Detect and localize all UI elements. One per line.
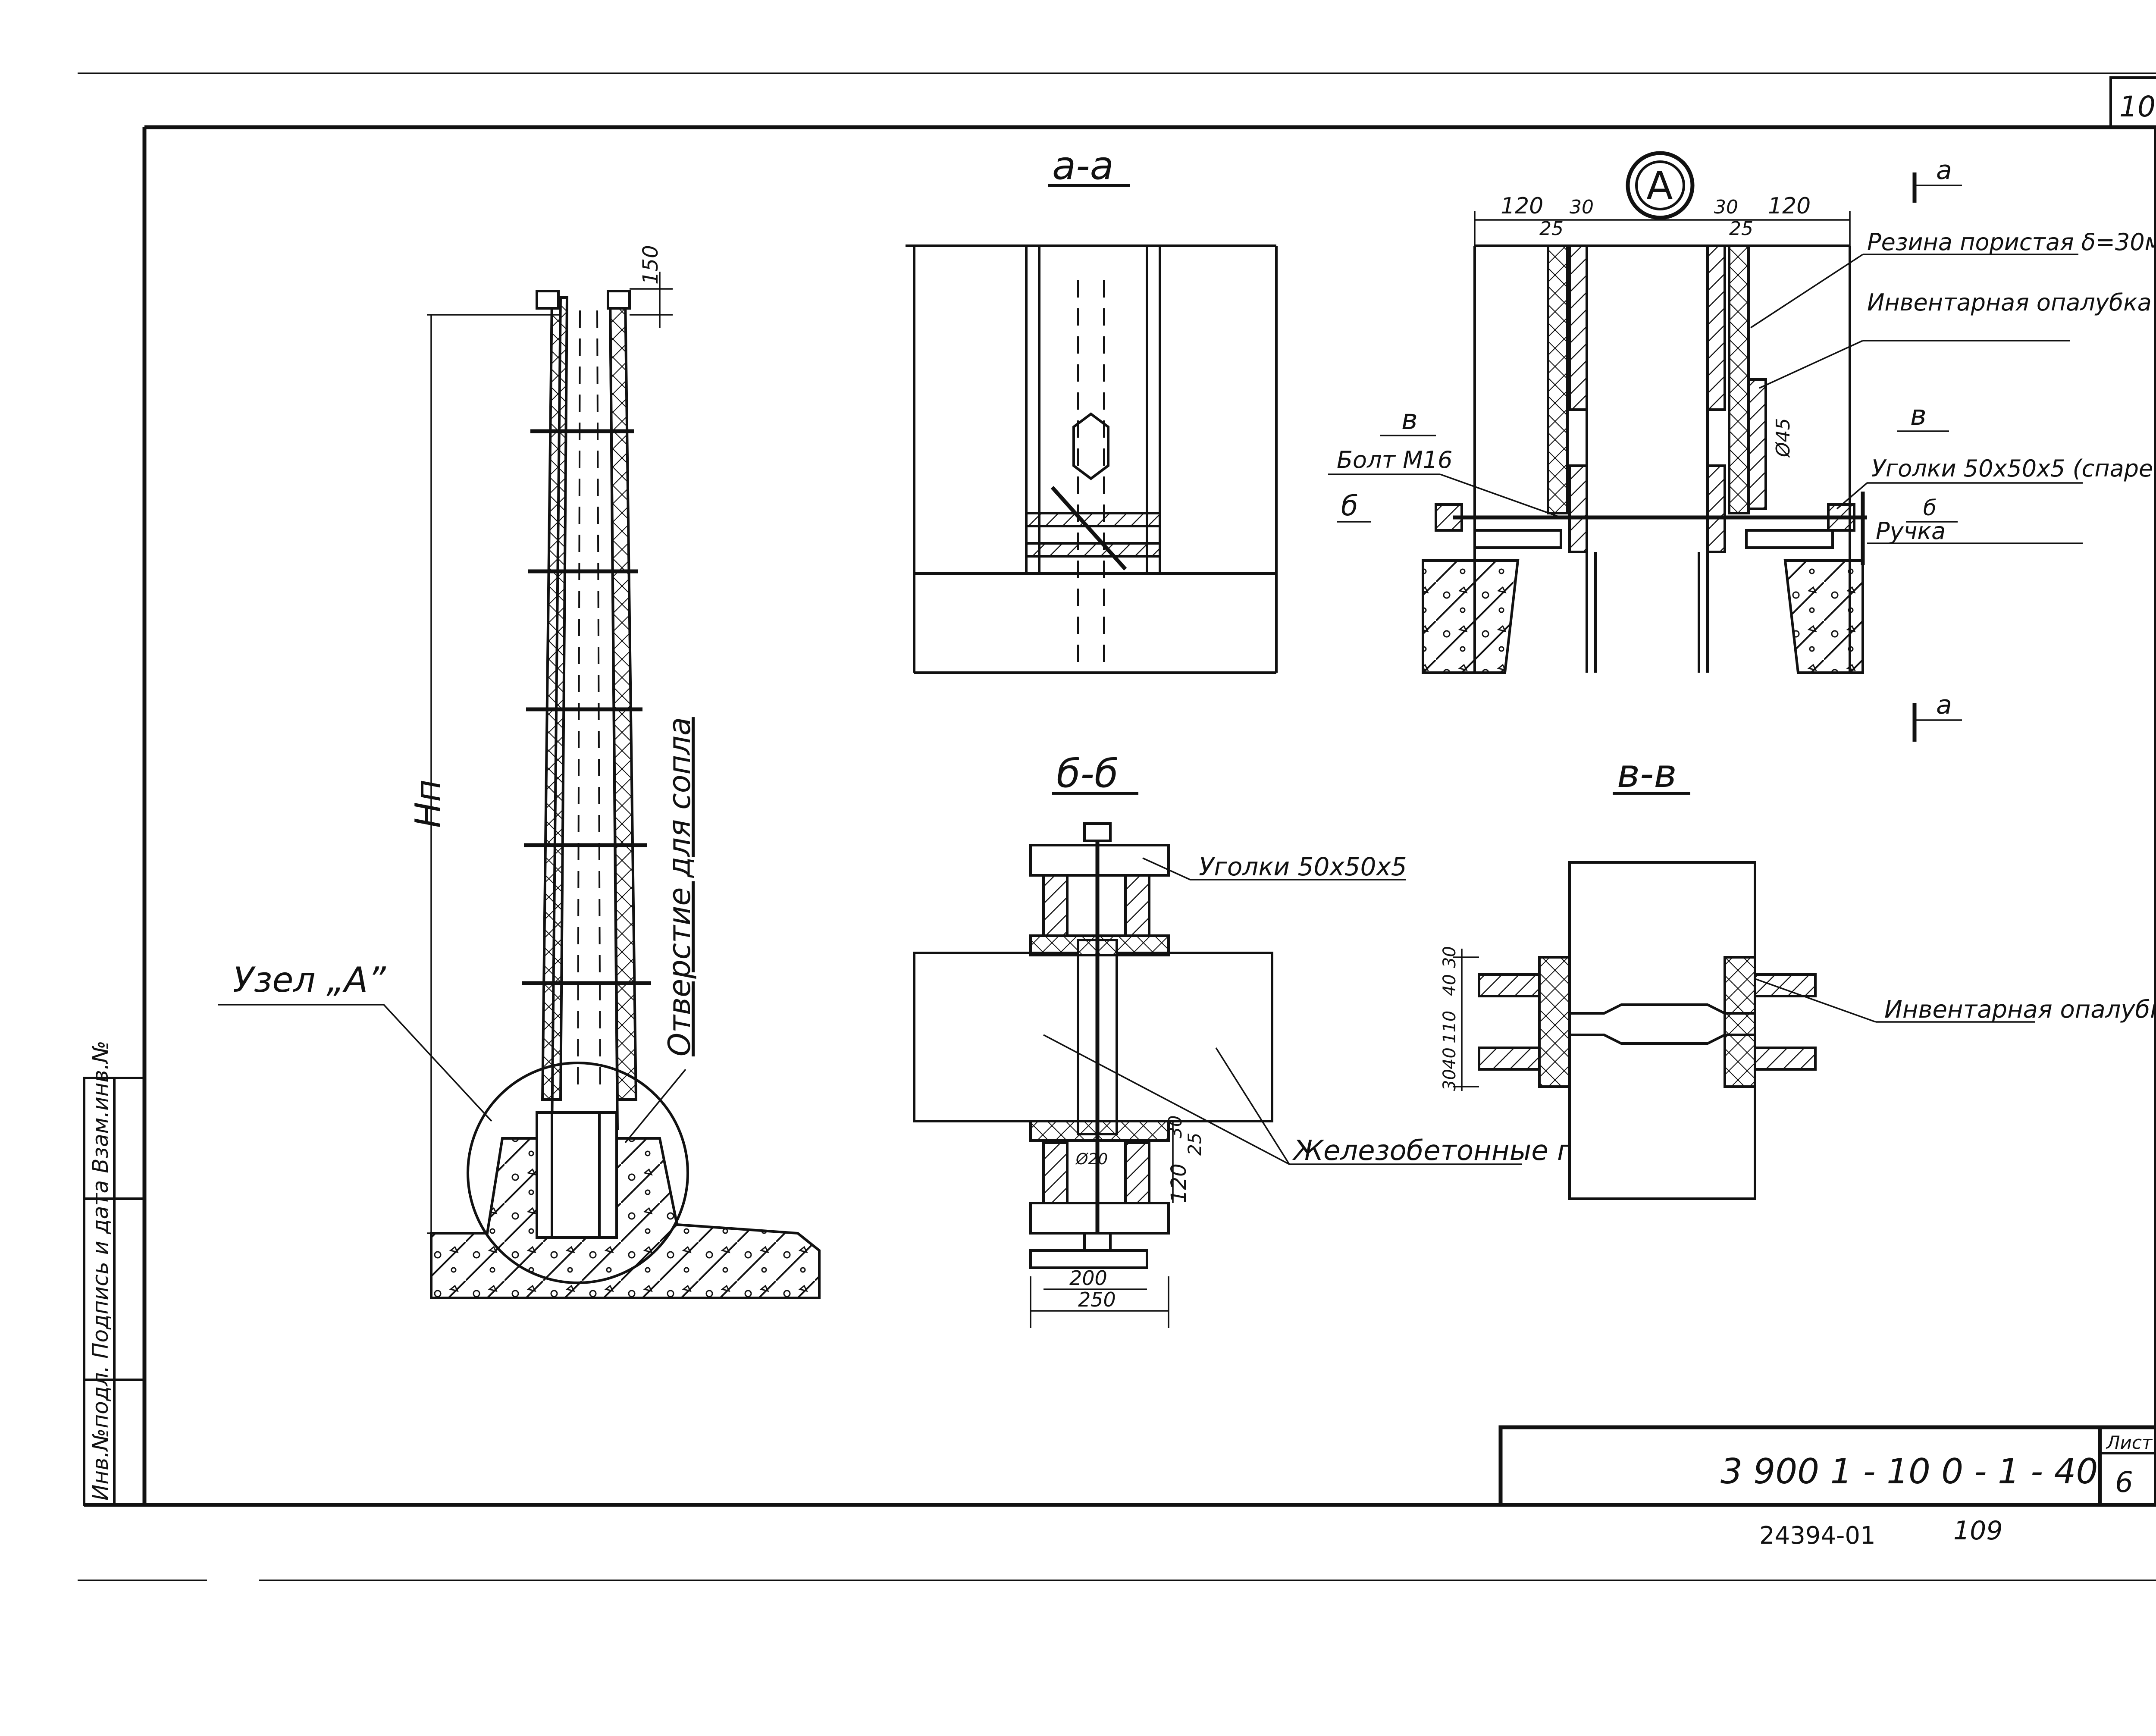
dim-bb-d20: Ø20 <box>1075 1150 1108 1168</box>
dim-bb-30: 30 <box>1165 1116 1186 1138</box>
dim-vv-110: 110 <box>1440 1011 1460 1043</box>
node-a-circle <box>467 1062 689 1284</box>
label-formwork-a: Инвентарная опалубка <box>1867 289 2152 316</box>
label-rubber: Резина пористая δ=30мм <box>1867 229 2156 256</box>
title-block <box>1498 1425 2156 1507</box>
cut-v-left: в <box>1401 404 1418 436</box>
section-vv <box>1453 792 2035 1200</box>
section-aa-title: а-а <box>1052 143 1114 188</box>
section-aa <box>906 184 1278 674</box>
cut-a-top: а <box>1936 155 1952 185</box>
section-bb-title: б-б <box>1056 751 1118 796</box>
detail-a-marker-circle <box>1626 151 1695 220</box>
dim-left-30: 30 <box>1570 196 1594 218</box>
page-number-top: 108 <box>2119 90 2156 123</box>
dim-diameter: Ø45 <box>1772 418 1794 458</box>
tie-bolts <box>522 429 651 985</box>
label-bolt: Болт М16 <box>1337 446 1453 473</box>
sheet-label: Лист <box>2106 1432 2153 1453</box>
dim-vv-40-top: 40 <box>1440 974 1460 996</box>
dim-vv-30-bottom: 30 <box>1440 1069 1460 1091</box>
document-code: 3 900 1 - 10 0 - 1 - 40 <box>1720 1451 2098 1492</box>
detail-a <box>1328 151 2083 742</box>
dim-bb-25: 25 <box>1184 1133 1205 1156</box>
dim-vv-40-bottom: 40 <box>1440 1047 1460 1069</box>
top-dimension: 150 <box>639 245 663 285</box>
section-vv-title: в-в <box>1617 751 1677 796</box>
dim-right-120: 120 <box>1768 193 1811 219</box>
node-a-label: Узел „А” <box>233 960 386 1000</box>
dim-right-25: 25 <box>1729 218 1753 240</box>
label-angles-a: Уголки 50х50х5 (спаренные) <box>1871 455 2156 482</box>
dim-bb-250: 250 <box>1078 1288 1116 1311</box>
dim-left-25: 25 <box>1539 218 1564 240</box>
label-handle: Ручка <box>1876 517 1946 545</box>
sheet-frame <box>78 72 2156 1581</box>
height-label: Нп <box>408 780 448 828</box>
detail-a-marker: А <box>1646 163 1673 209</box>
dim-right-30: 30 <box>1714 196 1738 218</box>
label-formwork-v: Инвентарная опалубка <box>1884 996 2156 1024</box>
section-bb <box>913 792 1522 1328</box>
dim-vv-30-top: 30 <box>1440 946 1460 968</box>
archive-number: 24394-01 <box>1759 1522 1876 1550</box>
label-angles-b: Уголки 50х50х5 <box>1199 852 1407 881</box>
dim-bb-120: 120 <box>1167 1163 1191 1203</box>
hole-label: Отверстие для сопла <box>662 717 697 1056</box>
cut-v-right: в <box>1910 400 1927 432</box>
page-number-bottom: 109 <box>1953 1516 2003 1546</box>
dim-bb-200: 200 <box>1069 1266 1107 1290</box>
main-column-view <box>218 272 821 1299</box>
side-stamp: Инв.№подл. Подпись и дата Взам.инв.№ <box>83 1040 146 1506</box>
side-stamp-text: Инв.№подл. Подпись и дата Взам.инв.№ <box>88 1040 113 1501</box>
cut-b-right: б <box>1923 495 1937 520</box>
sheet-number: 6 <box>2115 1466 2133 1499</box>
dim-left-120: 120 <box>1501 193 1543 219</box>
cut-a-bottom: а <box>1936 690 1952 720</box>
cut-b-left: б <box>1341 490 1358 522</box>
